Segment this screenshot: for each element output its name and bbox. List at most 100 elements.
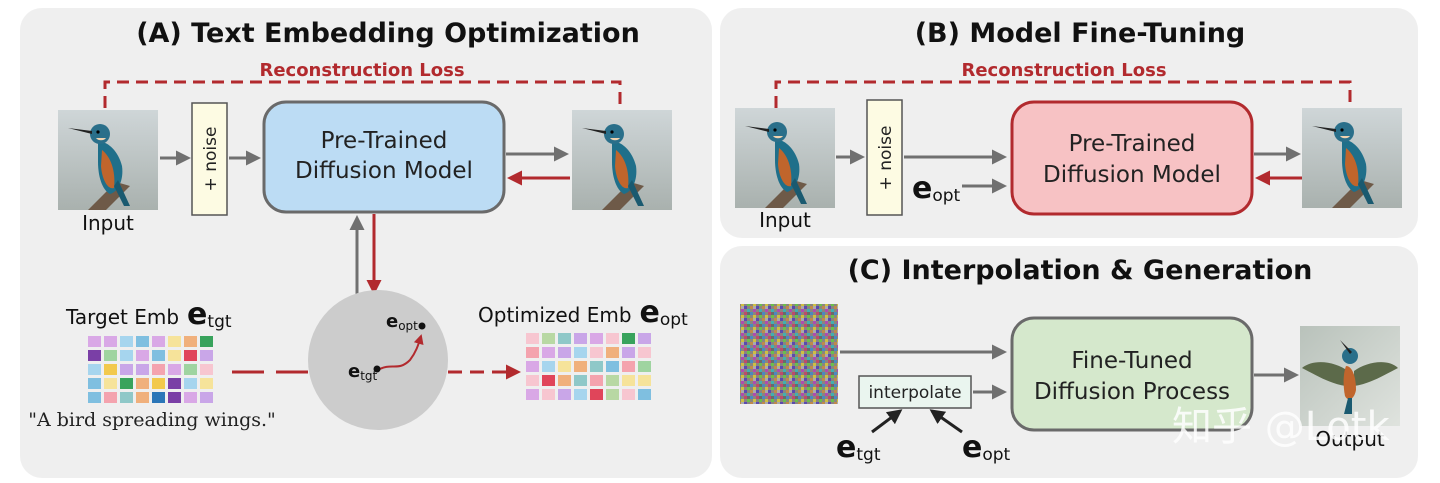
- sphere-e-opt-label: eopt: [386, 311, 418, 333]
- panel-b-model-label-line1: Pre-Trained: [1069, 131, 1196, 157]
- embedding-cell: [136, 378, 149, 389]
- embedding-cell: [590, 375, 603, 386]
- panel-b-input-label: Input: [759, 208, 811, 232]
- panel-a-loss-label: Reconstruction Loss: [259, 60, 464, 81]
- finetuned-label-line1: Fine-Tuned: [1071, 348, 1192, 374]
- optimized-embedding-grid: [526, 333, 651, 400]
- embedding-cell: [104, 336, 117, 347]
- embedding-cell: [152, 364, 165, 375]
- embedding-cell: [590, 389, 603, 400]
- embedding-cell: [590, 361, 603, 372]
- embedding-cell: [526, 389, 539, 400]
- embedding-cell: [184, 336, 197, 347]
- embedding-cell: [606, 389, 619, 400]
- embedding-cell: [168, 378, 181, 389]
- embedding-cell: [542, 389, 555, 400]
- embedding-cell: [104, 378, 117, 389]
- panel-b-loss-label: Reconstruction Loss: [961, 60, 1166, 81]
- embedding-cell: [606, 375, 619, 386]
- embedding-cell: [606, 361, 619, 372]
- interpolate-label: interpolate: [868, 383, 961, 403]
- arrow-eopt-to-interpolate: [929, 409, 963, 434]
- panel-c: (C) Interpolation & Generation interpola…: [720, 246, 1418, 478]
- embedding-cell: [104, 392, 117, 403]
- panel-a-noise-label: + noise: [201, 127, 221, 192]
- embedding-cell: [200, 336, 213, 347]
- arrow-etgt-to-interpolate: [871, 409, 903, 434]
- panel-c-e-tgt-label: etgt: [836, 430, 881, 465]
- embedding-space-circle: [308, 290, 448, 430]
- embedding-cell: [136, 336, 149, 347]
- embedding-cell: [152, 336, 165, 347]
- panel-b-noise-box: [866, 99, 903, 216]
- embedding-cell: [104, 364, 117, 375]
- embedding-cell: [104, 350, 117, 361]
- panel-a-noise-box: [191, 102, 228, 216]
- embedding-cell: [622, 361, 635, 372]
- watermark: 知乎 @Lotk: [1172, 404, 1390, 450]
- embedding-cell: [638, 375, 651, 386]
- embedding-cell: [574, 389, 587, 400]
- embedding-cell: [590, 333, 603, 344]
- embedding-cell: [558, 333, 571, 344]
- embedding-cell: [184, 392, 197, 403]
- embedding-cell: [558, 361, 571, 372]
- embedding-cell: [200, 364, 213, 375]
- embedding-cell: [638, 347, 651, 358]
- embedding-cell: [120, 392, 133, 403]
- panel-a-model-label-line1: Pre-Trained: [321, 128, 448, 154]
- embedding-cell: [168, 350, 181, 361]
- embedding-cell: [622, 375, 635, 386]
- embedding-cell: [120, 336, 133, 347]
- embedding-cell: [574, 347, 587, 358]
- embedding-cell: [120, 364, 133, 375]
- embedding-cell: [574, 333, 587, 344]
- panel-a-input-label: Input: [82, 211, 134, 235]
- embedding-cell: [120, 350, 133, 361]
- panel-a-model-box: [262, 100, 506, 214]
- panel-c-title: (C) Interpolation & Generation: [848, 255, 1313, 286]
- embedding-cell: [638, 333, 651, 344]
- embedding-cell: [200, 350, 213, 361]
- embedding-cell: [574, 375, 587, 386]
- embedding-cell: [88, 364, 101, 375]
- embedding-cell: [168, 392, 181, 403]
- panel-a-loss-line: [103, 80, 622, 108]
- embedding-cell: [184, 378, 197, 389]
- sphere-e-tgt-label: etgt: [348, 361, 378, 383]
- panel-b-model-label-line2: Diffusion Model: [1043, 162, 1221, 188]
- embedding-cell: [184, 350, 197, 361]
- panel-b-e-opt-label: eopt: [912, 171, 961, 206]
- embedding-cell: [136, 350, 149, 361]
- embedding-trajectory: [377, 334, 424, 371]
- embedding-cell: [184, 364, 197, 375]
- embedding-cell: [622, 389, 635, 400]
- panel-a-title: (A) Text Embedding Optimization: [136, 18, 640, 49]
- embedding-cell: [542, 361, 555, 372]
- embedding-cell: [200, 392, 213, 403]
- embedding-cell: [542, 333, 555, 344]
- embedding-cell: [152, 392, 165, 403]
- finetuned-label-line2: Diffusion Process: [1034, 379, 1230, 405]
- panel-b-input-image: [735, 108, 835, 208]
- panel-a: (A) Text Embedding Optimization Reconstr…: [20, 8, 712, 478]
- panel-b: (B) Model Fine-Tuning Reconstruction Los…: [720, 8, 1418, 238]
- embedding-cell: [152, 350, 165, 361]
- embedding-cell: [88, 378, 101, 389]
- embedding-cell: [542, 375, 555, 386]
- embedding-cell: [622, 333, 635, 344]
- panel-a-input-image: [58, 110, 158, 210]
- finetuned-process-box: [1010, 316, 1254, 432]
- embedding-cell: [526, 347, 539, 358]
- embedding-cell: [622, 347, 635, 358]
- embedding-cell: [120, 378, 133, 389]
- embedding-cell: [88, 336, 101, 347]
- embedding-cell: [558, 389, 571, 400]
- panel-b-model-box: [1010, 100, 1254, 216]
- panel-a-output-image: [572, 110, 672, 210]
- panel-c-e-opt-label: eopt: [962, 430, 1011, 465]
- embedding-cell: [542, 347, 555, 358]
